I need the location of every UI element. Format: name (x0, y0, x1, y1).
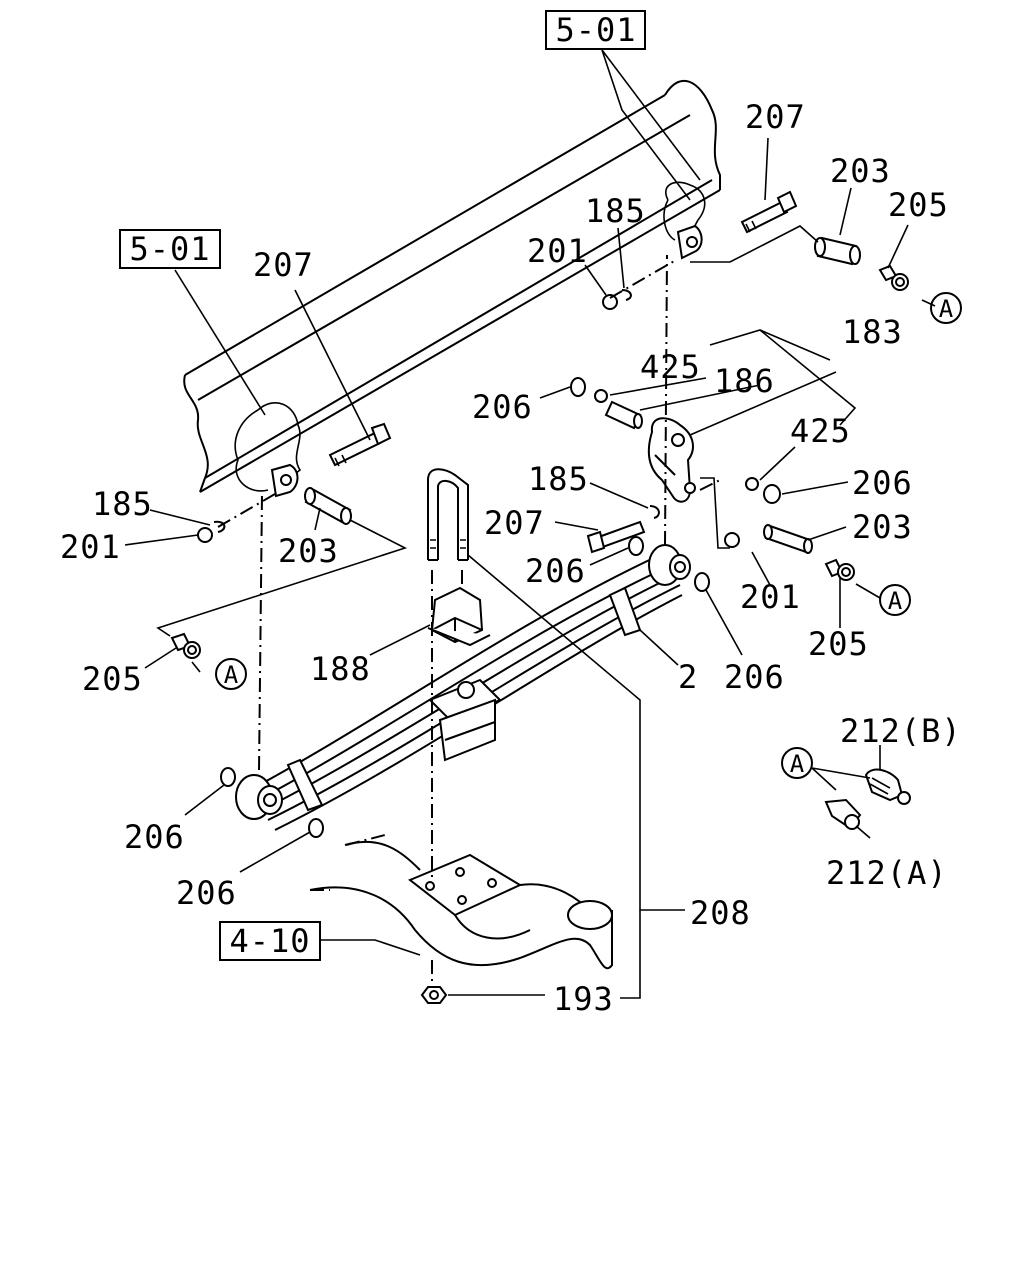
marker-a-fitting: A (781, 747, 813, 779)
marker-a-fitting-label: A (790, 750, 805, 778)
grease-nipple-205-left (170, 632, 201, 659)
washer-206-e (220, 767, 236, 787)
washer-206-c (628, 536, 644, 556)
part-labels: 207 203 205 185 201 183 425 186 206 425 … (60, 98, 962, 1018)
label-207-left: 207 (253, 246, 314, 284)
spring-shackle (647, 417, 696, 503)
ref-501-left-label: 5-01 (129, 230, 210, 268)
nut-201-top (602, 294, 618, 310)
label-205-right: 205 (808, 625, 869, 663)
seal-425-b (745, 477, 759, 491)
ref-box-501-left[interactable]: 5-01 (119, 229, 221, 269)
label-203-top: 203 (830, 152, 891, 190)
washer-206-d (694, 572, 710, 592)
label-206-d: 206 (724, 658, 785, 696)
marker-a-right-label: A (888, 587, 903, 615)
label-212a: 212(A) (826, 854, 948, 892)
marker-a-left: A (215, 658, 247, 690)
label-208: 208 (690, 894, 751, 932)
front-spring-hanger (270, 463, 299, 498)
marker-a-top-label: A (939, 295, 954, 323)
label-206-a: 206 (472, 388, 533, 426)
washer-206-f (308, 818, 324, 838)
label-207-top: 207 (745, 98, 806, 136)
label-425-a: 425 (640, 348, 701, 386)
label-185-left: 185 (92, 485, 153, 523)
grease-nipple-212b (864, 768, 911, 805)
marker-a-right: A (879, 584, 911, 616)
leader-lines (124, 49, 936, 999)
marker-a-top: A (930, 292, 962, 324)
rear-spring-hanger (676, 224, 703, 260)
label-201-right: 201 (740, 578, 801, 616)
bolt-207-top (740, 190, 798, 234)
pin-203-top (814, 236, 861, 266)
lock-washer-185-mid (649, 505, 660, 519)
label-206-c: 206 (525, 552, 586, 590)
grease-nipple-205-top (878, 264, 909, 291)
axle-beam (309, 840, 613, 970)
leaf-spring (235, 544, 691, 831)
label-193: 193 (553, 980, 614, 1018)
label-212b: 212(B) (840, 712, 962, 750)
label-2: 2 (678, 658, 698, 696)
label-186: 186 (714, 362, 775, 400)
pin-186 (604, 400, 643, 430)
label-183: 183 (842, 313, 903, 351)
u-bolt (427, 468, 469, 561)
pin-203-left (304, 487, 352, 525)
nut-193 (420, 986, 448, 1004)
label-185-mid: 185 (528, 460, 589, 498)
ref-box-410[interactable]: 4-10 (219, 921, 321, 961)
grease-nipple-212a (824, 798, 862, 830)
lock-washer-185-top (621, 289, 632, 301)
bolt-207-mid (586, 520, 646, 554)
label-207-mid: 207 (484, 504, 545, 542)
label-185-top: 185 (585, 192, 646, 230)
ref-box-501-top[interactable]: 5-01 (545, 10, 646, 50)
center-lines (217, 254, 721, 985)
label-203-right: 203 (852, 508, 913, 546)
label-206-b: 206 (852, 464, 913, 502)
label-206-f: 206 (176, 874, 237, 912)
nut-201-left (197, 527, 213, 543)
label-425-b: 425 (790, 412, 851, 450)
pin-203-right (763, 524, 813, 554)
label-201-left: 201 (60, 528, 121, 566)
marker-a-left-label: A (224, 661, 239, 689)
washer-206-a (570, 377, 586, 397)
label-188: 188 (310, 650, 371, 688)
label-201-top: 201 (527, 232, 588, 270)
seal-425-a (594, 389, 608, 403)
label-205-left: 205 (82, 660, 143, 698)
label-205-top: 205 (888, 186, 949, 224)
ref-410-label: 4-10 (229, 922, 310, 960)
label-203-left: 203 (278, 532, 339, 570)
grease-nipple-205-right (824, 558, 855, 581)
washer-206-b (763, 484, 781, 504)
frame-rail (183, 79, 721, 493)
nut-201-right (724, 532, 740, 548)
ref-501-top-label: 5-01 (555, 11, 636, 49)
bump-stopper (427, 586, 491, 647)
label-206-e: 206 (124, 818, 185, 856)
bolt-207-left (328, 422, 392, 467)
